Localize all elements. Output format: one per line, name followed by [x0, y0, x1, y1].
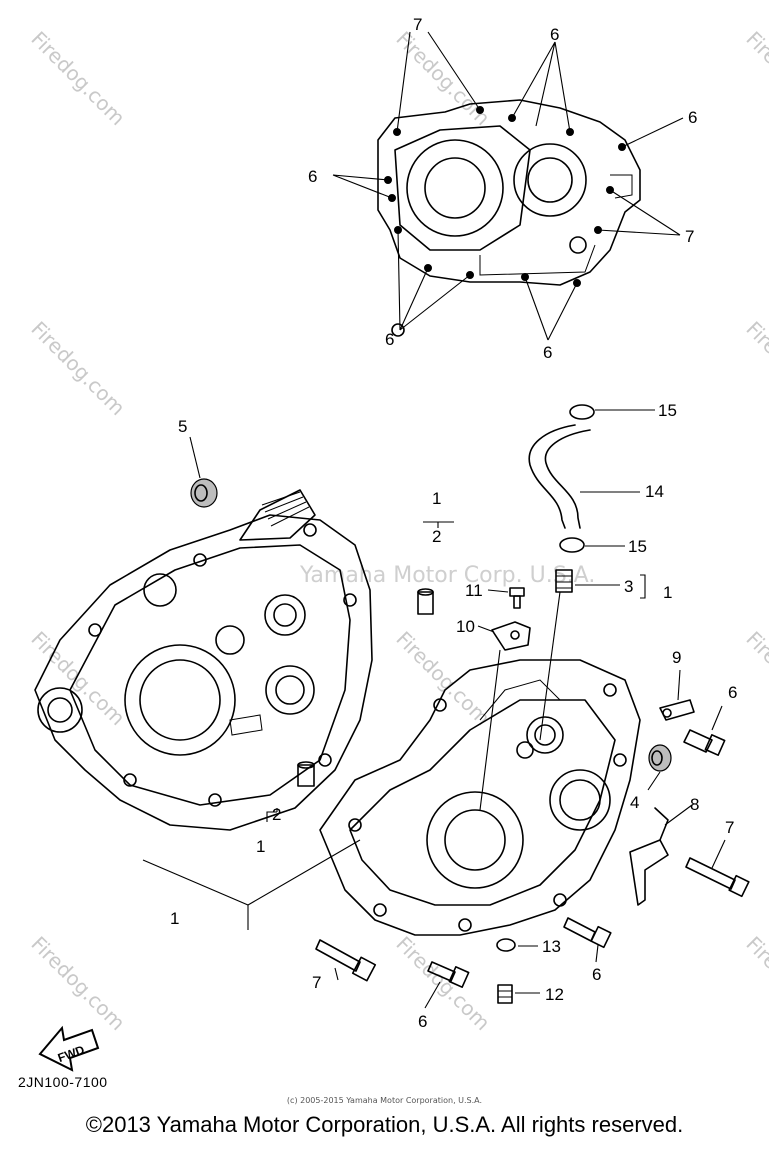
- callout-5: 5: [178, 417, 187, 436]
- callout-6: 6: [418, 1012, 427, 1031]
- left-crankcase-half: [34, 489, 373, 831]
- callout-6: 6: [543, 343, 552, 362]
- callout-2: 2: [272, 805, 281, 824]
- callout-1: 1: [663, 583, 672, 602]
- callout-4: 4: [630, 793, 639, 812]
- callout-7: 7: [312, 973, 321, 992]
- callout-9: 9: [672, 648, 681, 667]
- callout-7: 7: [685, 227, 694, 246]
- callout-1: 1: [256, 837, 265, 856]
- callout-6: 6: [385, 330, 394, 349]
- screw-11: [487, 587, 525, 609]
- hose-clip-bottom: [559, 537, 585, 553]
- watermark-text: Firedog.com: [741, 932, 769, 1036]
- watermark-text: Firedog.com: [741, 627, 769, 731]
- drain-plug-12: [497, 984, 540, 1004]
- callout-7: 7: [413, 15, 422, 34]
- callout-11: 11: [465, 581, 483, 600]
- watermark-text: Firedog.com: [26, 932, 130, 1036]
- callout-1: 1: [170, 909, 179, 928]
- watermark-text: Firedog.com: [391, 27, 495, 131]
- bolt-7-bottom: [315, 939, 377, 982]
- callout-13: 13: [542, 937, 561, 956]
- watermark-text: Firedog.com: [741, 27, 769, 131]
- hose-clip-top: [569, 404, 595, 420]
- callout-6: 6: [308, 167, 317, 186]
- drain-13: [496, 938, 538, 952]
- watermark-text: Firedog.com: [26, 27, 130, 131]
- right-crankcase-half: [319, 659, 641, 936]
- callout-15: 15: [628, 537, 647, 556]
- callout-2: 2: [432, 527, 441, 546]
- dowel-pins: [266, 521, 454, 822]
- center-watermark-text: Yamaha Motor Corp. U.S.A.: [299, 563, 595, 588]
- bolt-holes: [384, 106, 626, 337]
- callout-3: 3: [624, 577, 633, 596]
- bolt-7-right: [685, 839, 750, 898]
- bracket-8: [629, 804, 693, 906]
- bolt-pattern-inset: [332, 31, 684, 341]
- bracket-10: [477, 621, 531, 811]
- oil-seal-5: [189, 436, 218, 508]
- callout-12: 12: [545, 985, 564, 1004]
- oil-seal-4: [647, 744, 672, 791]
- callout-7: 7: [725, 818, 734, 837]
- callout-6: 6: [728, 683, 737, 702]
- watermark-text: Firedog.com: [391, 932, 495, 1036]
- callout-6: 6: [592, 965, 601, 984]
- callout-14: 14: [645, 482, 664, 501]
- bolt-6-bottom: [424, 961, 470, 1009]
- right-case-bolt-holes: [348, 683, 627, 932]
- callout-6: 6: [688, 108, 697, 127]
- assembly-leader-1: [142, 839, 361, 930]
- diagram-code: 2JN100-7100: [18, 1074, 108, 1090]
- bolt-6-right: [683, 705, 726, 756]
- callout-6: 6: [550, 25, 559, 44]
- watermark-text: Firedog.com: [26, 627, 130, 731]
- small-copyright: (c) 2005-2015 Yamaha Motor Corporation, …: [286, 1096, 483, 1105]
- callout-8: 8: [690, 795, 699, 814]
- callout-10: 10: [456, 617, 475, 636]
- callout-1: 1: [432, 489, 441, 508]
- watermark-layer: Firedog.com Firedog.com Firedog.com Fire…: [26, 27, 769, 1036]
- left-case-bolt-holes: [88, 523, 357, 807]
- forward-arrow-icon: FWD: [38, 1025, 100, 1072]
- watermark-text: Firedog.com: [26, 317, 130, 421]
- callout-15: 15: [658, 401, 677, 420]
- bolt-6-bottom-right: [563, 917, 612, 963]
- breather-hose-assembly: [528, 404, 655, 553]
- watermark-text: Firedog.com: [391, 627, 495, 731]
- watermark-text: Firedog.com: [741, 317, 769, 421]
- callout-labels: 7 6 6 6 7 6 6 15 14 15 5 1 2 11 3 1 10 9…: [170, 15, 737, 1031]
- copyright-notice: ©2013 Yamaha Motor Corporation, U.S.A. A…: [85, 1112, 684, 1137]
- plug-3: [539, 569, 620, 741]
- clamp-9: [659, 669, 695, 721]
